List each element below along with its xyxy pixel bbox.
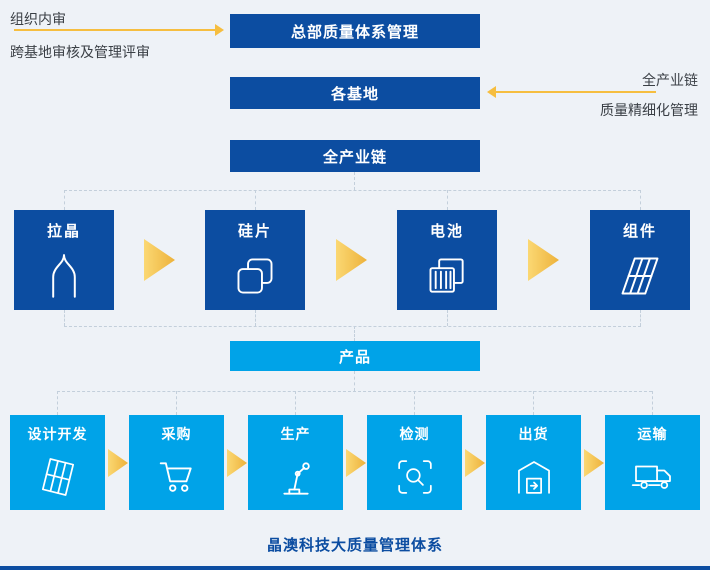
chevron-right-icon — [584, 449, 604, 477]
connector-line — [652, 391, 653, 415]
cart-icon — [158, 444, 196, 510]
bases-box: 各基地 — [230, 77, 480, 109]
connector-line — [255, 190, 256, 210]
connector-line — [354, 172, 355, 190]
connector-line — [354, 326, 355, 341]
connector-line — [64, 190, 641, 191]
industry-chain-box: 全产业链 — [230, 140, 480, 172]
blueprint-icon — [40, 444, 76, 510]
proc-box-label: 生产 — [280, 426, 311, 442]
chevron-right-icon — [227, 449, 247, 477]
annotation-left-line2: 跨基地审核及管理评审 — [10, 44, 150, 60]
chevron-right-icon — [465, 449, 485, 477]
robot-arm-icon — [276, 444, 316, 510]
warehouse-icon — [515, 444, 553, 510]
connector-line — [447, 190, 448, 210]
chain-box-label: 组件 — [622, 223, 657, 240]
chain-box-label: 电池 — [429, 223, 464, 240]
proc-box-label: 采购 — [161, 426, 192, 442]
connector-line — [640, 190, 641, 210]
module-icon — [619, 241, 661, 310]
cell-icon — [427, 241, 467, 310]
connector-line — [64, 190, 65, 210]
proc-box-label: 出货 — [518, 426, 549, 442]
right-arrow-line — [496, 91, 656, 93]
connector-line — [533, 391, 534, 415]
proc-box-shipment: 出货 — [486, 415, 581, 510]
chevron-right-icon — [108, 449, 128, 477]
chain-box-pulling: 拉晶 — [14, 210, 114, 310]
chevron-right-icon — [346, 449, 366, 477]
chain-box-module: 组件 — [590, 210, 690, 310]
bottom-accent-bar — [0, 566, 710, 570]
wafer-icon — [235, 241, 275, 310]
proc-box-design: 设计开发 — [10, 415, 105, 510]
annotation-right-line2: 质量精细化管理 — [600, 102, 698, 118]
chain-box-wafer: 硅片 — [205, 210, 305, 310]
chain-box-cell: 电池 — [397, 210, 497, 310]
right-arrow-head-icon — [487, 86, 496, 98]
connector-line — [295, 391, 296, 415]
left-arrow-line — [14, 29, 216, 31]
connector-line — [64, 310, 65, 326]
connector-line — [57, 391, 58, 415]
proc-box-label: 设计开发 — [27, 426, 88, 442]
connector-line — [354, 371, 355, 391]
chain-box-label: 拉晶 — [46, 223, 81, 240]
proc-box-label: 检测 — [399, 426, 430, 442]
connector-line — [57, 391, 652, 392]
proc-box-procurement: 采购 — [129, 415, 224, 510]
connector-line — [176, 391, 177, 415]
diagram-caption: 晶澳科技大质量管理体系 — [266, 537, 443, 554]
connector-line — [414, 391, 415, 415]
annotation-right-line1: 全产业链 — [642, 72, 698, 88]
chevron-right-icon — [528, 239, 559, 281]
connector-line — [255, 310, 256, 326]
hq-quality-box: 总部质量体系管理 — [230, 14, 480, 48]
proc-box-label: 运输 — [637, 426, 668, 442]
inspection-icon — [396, 444, 434, 510]
left-arrow-head-icon — [215, 24, 224, 36]
chevron-right-icon — [144, 239, 175, 281]
connector-line — [64, 326, 641, 327]
proc-box-testing: 检测 — [367, 415, 462, 510]
proc-box-production: 生产 — [248, 415, 343, 510]
ingot-icon — [46, 241, 82, 310]
chevron-right-icon — [336, 239, 367, 281]
chain-box-label: 硅片 — [237, 223, 272, 240]
connector-line — [640, 310, 641, 326]
product-box: 产品 — [230, 341, 480, 371]
proc-box-transport: 运输 — [605, 415, 700, 510]
connector-line — [447, 310, 448, 326]
annotation-left-line1: 组织内审 — [10, 11, 66, 27]
truck-icon — [631, 444, 675, 510]
